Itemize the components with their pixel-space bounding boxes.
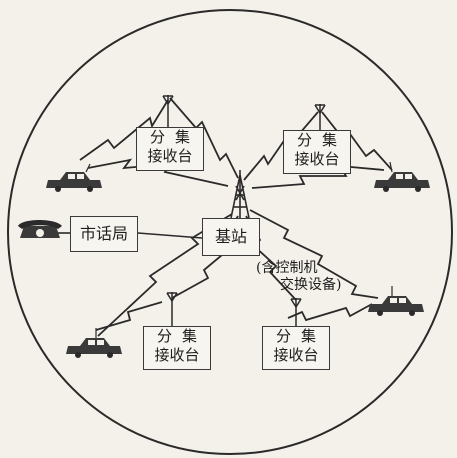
base-station-box: 基站: [202, 218, 260, 256]
car-icon: [368, 286, 424, 316]
receiver-label-line2: 接收台: [137, 147, 203, 166]
receiver-label-line2: 接收台: [144, 346, 210, 365]
car-icon: [66, 328, 122, 358]
receiver-box-bottom-left: 分集 接收台: [143, 326, 211, 370]
antenna-icon: [167, 292, 177, 326]
note-line1: (含控制机: [256, 260, 341, 277]
exchange-label: 市话局: [80, 224, 128, 243]
receiver-label-line1: 分集: [147, 128, 203, 147]
car-icon: [374, 162, 430, 192]
base-station-note: (含控制机 交换设备): [256, 260, 341, 294]
exchange-box: 市话局: [70, 216, 138, 252]
receiver-label-line2: 接收台: [263, 346, 329, 365]
telephone-icon: [18, 220, 62, 238]
radio-link: [288, 304, 372, 320]
receiver-box-bottom-right: 分集 接收台: [262, 326, 330, 370]
receiver-label-line1: 分集: [154, 327, 210, 346]
antenna-icon: [291, 298, 301, 326]
note-line2: 交换设备): [280, 277, 341, 294]
receiver-label-line1: 分集: [273, 327, 329, 346]
antenna-icon: [315, 104, 325, 130]
base-station-label: 基站: [215, 227, 247, 246]
car-icon: [46, 164, 102, 192]
receiver-box-top-left: 分集 接收台: [136, 127, 204, 171]
receiver-label-line2: 接收台: [284, 150, 350, 169]
receiver-box-top-right: 分集 接收台: [283, 130, 351, 174]
receiver-label-line1: 分集: [294, 131, 350, 150]
